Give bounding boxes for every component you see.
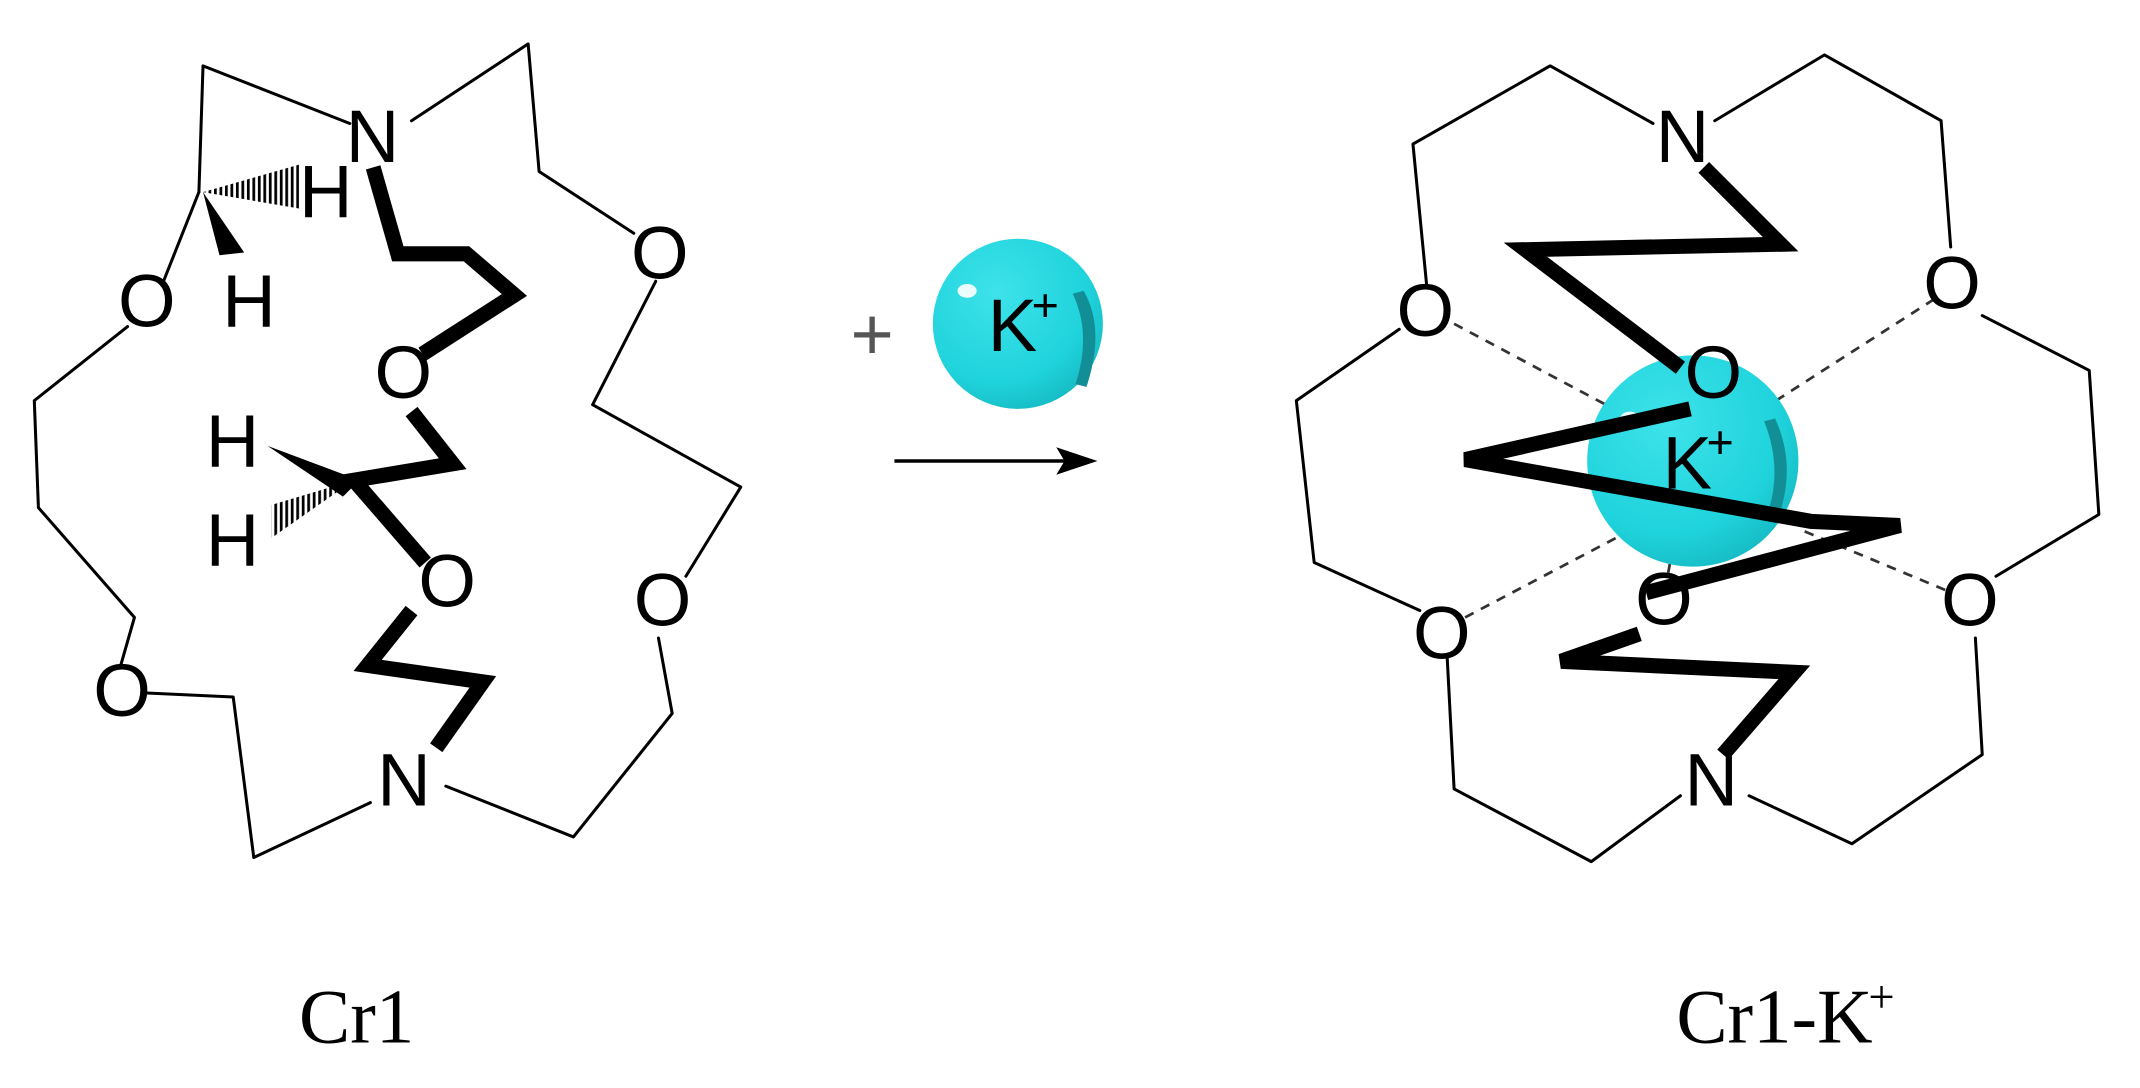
product-label: Cr1-K + [1676,972,1894,1060]
reaction-arrow-icon [894,447,1098,475]
ion-charge: + [1032,279,1059,331]
atom-h-wedge: H [222,260,275,343]
bound-ion-charge: + [1707,416,1734,468]
ion-symbol: K [988,284,1037,367]
atom-o-inner-lower: O [418,539,476,622]
cr1-k-complex: N O O O K + O O O N [1294,53,2101,864]
atom-h-hashed: H [299,150,352,233]
product-label-main: Cr1-K [1676,975,1872,1060]
atom-o-left-upper: O [1396,269,1454,352]
atom-o-inner-upper: O [1685,331,1743,414]
atom-o-left-upper: O [118,260,176,343]
atom-o-inner-upper: O [375,331,433,414]
atom-n-top: N [346,95,399,178]
atom-o-left-lower: O [1413,592,1471,675]
atom-n-bottom: N [377,738,430,821]
atom-h-lower-2: H [206,498,259,581]
atom-o-right-lower: O [1941,559,1999,642]
atom-n-top: N [1656,95,1709,178]
atom-o-left-lower: O [93,649,151,732]
reactant-label: Cr1 [299,975,414,1060]
atom-o-right-upper: O [1923,242,1981,325]
atom-h-lower-1: H [206,399,259,482]
atom-o-right-lower: O [634,559,692,642]
potassium-ion-sphere-icon: K + [932,238,1103,409]
reagent-group: + K + [851,238,1103,475]
atom-o-inner-lower: O [1635,557,1693,640]
atom-o-right-upper: O [631,212,689,295]
cr1-molecule: N H H O O O H H O O O N [32,42,743,860]
bound-ion-symbol: K [1663,421,1712,504]
product-label-charge: + [1868,972,1894,1024]
plus-sign: + [851,292,894,375]
atom-n-bottom: N [1685,738,1738,821]
